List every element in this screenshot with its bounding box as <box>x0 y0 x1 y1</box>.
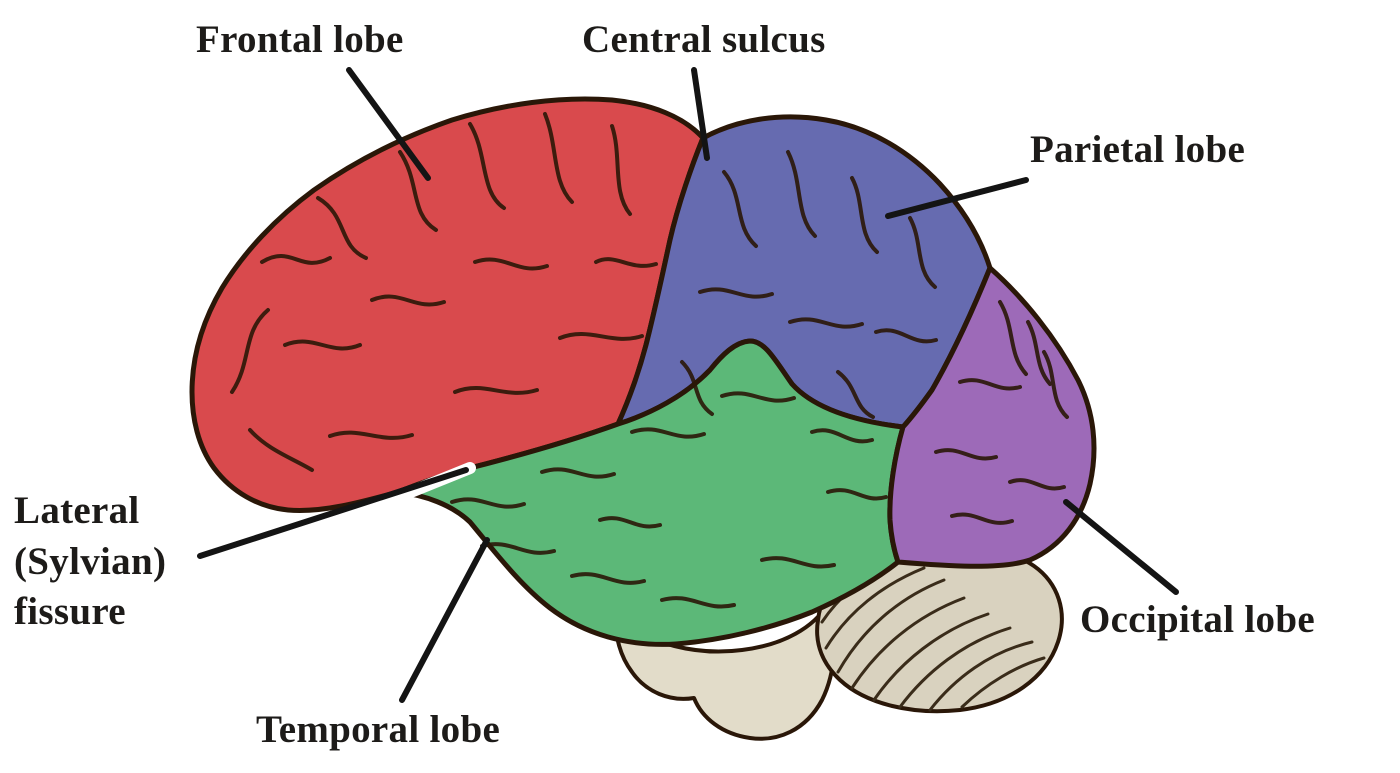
occipital-lobe-region <box>887 265 1097 569</box>
temporal-lobe-label: Temporal lobe <box>256 708 501 751</box>
parietal-lobe-gyri-lines <box>680 150 938 419</box>
occipital-lobe-label: Occipital lobe <box>1080 598 1315 641</box>
parietal-lobe-leader-line <box>885 177 1029 219</box>
brainstem-region <box>613 602 837 741</box>
frontal-lobe-label: Frontal lobe <box>196 18 404 61</box>
temporal-lobe-gyri-lines <box>450 391 888 609</box>
frontal-lobe-gyri-lines <box>230 112 658 472</box>
temporal-lobe-leader-line <box>399 537 490 703</box>
central-sulcus-leader-line <box>691 67 710 161</box>
occipital-lobe-gyri-lines <box>934 300 1069 525</box>
parietal-lobe-label: Parietal lobe <box>1030 128 1246 171</box>
lateral-fissure-label: Lateral (Sylvian) fissure <box>14 489 167 634</box>
lateral-fissure-leader-line <box>197 467 469 559</box>
frontal-lobe-leader-line <box>346 67 431 181</box>
central-sulcus-label: Central sulcus <box>582 18 826 61</box>
occipital-lobe-leader-line <box>1063 499 1179 595</box>
